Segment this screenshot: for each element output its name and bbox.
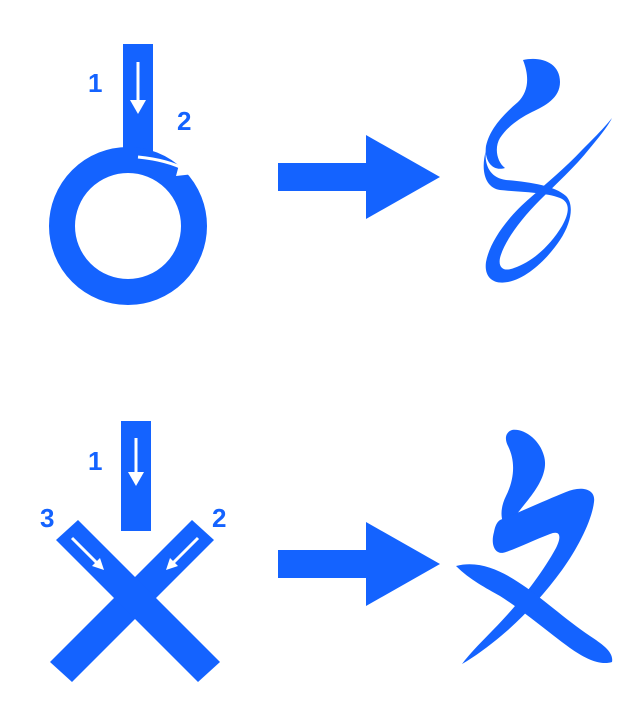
step-number-label: 3 [40, 503, 54, 533]
curved-arrow-icon [137, 155, 194, 176]
step-number-label: 1 [88, 68, 102, 98]
calligraphic-loop-glyph [483, 58, 612, 283]
diagonal-arrow-icon [70, 536, 104, 570]
down-arrow-icon [130, 62, 146, 114]
diagram-row-1: 1 2 [49, 44, 612, 305]
down-arrow-icon [128, 438, 144, 486]
step-number-label: 2 [177, 106, 191, 136]
step-number-label: 2 [212, 503, 226, 533]
ring-stroke [49, 147, 207, 305]
step-number-label: 1 [88, 446, 102, 476]
transform-arrow-icon [278, 522, 440, 606]
diagonal-stroke-left [56, 520, 220, 682]
calligraphic-crossed-glyph [456, 429, 613, 664]
diagonal-arrow-icon [166, 536, 200, 570]
diagram-row-2: 1 2 3 [40, 421, 613, 682]
transform-arrow-icon [278, 135, 440, 219]
